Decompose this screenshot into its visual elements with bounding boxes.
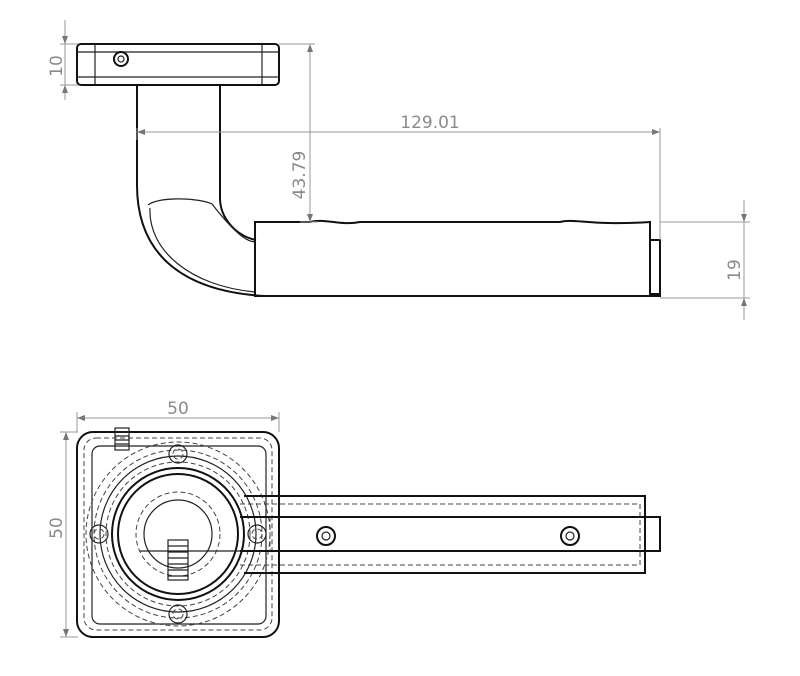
set-screw-hole	[113, 51, 129, 67]
front-view: 50 50	[47, 399, 661, 638]
dim-grip-height: 19	[725, 259, 745, 281]
handle-end-cap	[649, 239, 661, 295]
dim-handle-drop: 43.79	[290, 151, 310, 200]
dim-rose-thickness: 10	[47, 55, 67, 77]
dim-rose-height: 50	[47, 517, 67, 539]
spindle-spring	[167, 539, 189, 581]
side-view: 10 129.01 43.79 19	[47, 20, 750, 320]
dim-rose-width: 50	[167, 399, 189, 419]
handle-screw-1	[316, 526, 336, 546]
handle-grip	[254, 219, 651, 297]
rose-plate-side	[76, 43, 280, 86]
handle-neck	[136, 85, 661, 297]
fixing-bosses	[89, 444, 267, 624]
rose-plate-front	[76, 431, 280, 638]
rose-ring	[111, 467, 245, 601]
handle-screw-2	[560, 526, 580, 546]
set-screw	[114, 427, 130, 451]
dim-handle-length: 129.01	[400, 113, 459, 133]
handle-arm-front	[244, 495, 646, 574]
